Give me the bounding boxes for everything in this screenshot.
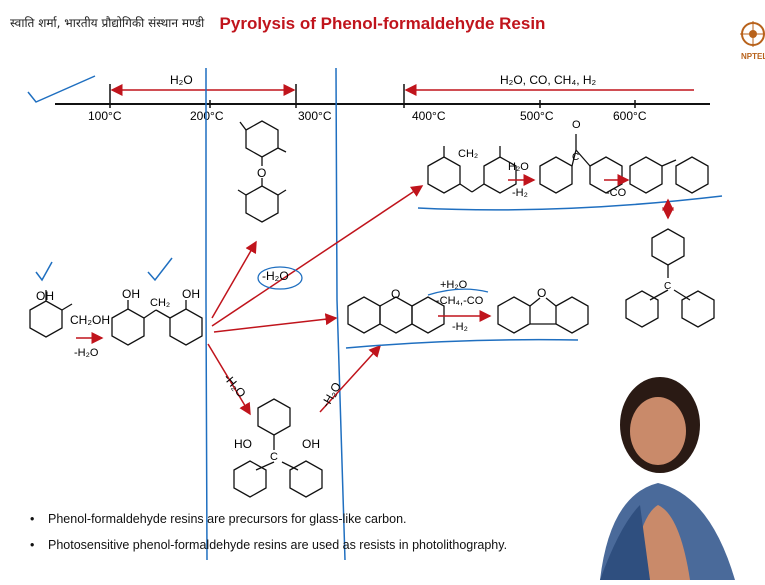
xanthene-molecule <box>347 296 445 334</box>
top-row-underline <box>417 195 723 211</box>
phenol-molecule <box>29 290 73 338</box>
triarylmethane-oh: OH <box>302 437 320 451</box>
arrow-triarylmethane-to-xanthene <box>319 344 382 413</box>
ether-o: O <box>257 166 266 180</box>
triarylmethane-ho: HO <box>234 437 252 451</box>
nptel-logo-icon <box>740 21 765 47</box>
arrow-to-top-chain <box>211 185 424 327</box>
furan-o: O <box>537 286 546 300</box>
arrow-to-xanthene <box>213 313 338 333</box>
top-ch2: CH₂ <box>458 148 478 160</box>
lower-minus-h2o: -H₂O <box>221 371 249 400</box>
bullet-list: •Phenol-formaldehyde resins are precurso… <box>30 512 507 564</box>
bullet-text-1: Phenol-formaldehyde resins are precursor… <box>48 512 407 526</box>
tick-500: 500°C <box>520 109 554 123</box>
triarylmethane-c: C <box>270 451 278 463</box>
phenol-oh: OH <box>36 289 54 303</box>
bullet-text-2: Photosensitive phenol-formaldehyde resin… <box>48 538 508 552</box>
annotation-line-200 <box>205 68 208 561</box>
nptel-logo: NPTEL <box>733 8 765 68</box>
right-triaryl-molecule <box>625 228 715 328</box>
slide-title: Pyrolysis of Phenol-formaldehyde Resin <box>219 14 546 33</box>
phenol-ch2oh: CH₂OH <box>70 313 110 327</box>
diaryl-ether-molecule <box>237 120 287 223</box>
checkmark-annotation <box>27 75 96 103</box>
range1-label: H₂O <box>170 73 193 87</box>
range2-label: H₂O, CO, CH₄, H₂ <box>500 73 597 87</box>
arrow-to-triarylmethane <box>207 343 251 416</box>
minus-co: -CO <box>606 187 627 199</box>
xanthene-step-3: -H₂ <box>452 321 468 333</box>
dimer-oh-right: OH <box>182 287 200 301</box>
presenter-image <box>540 365 765 580</box>
xanthene-o: O <box>391 287 400 301</box>
xanthene-row-underline <box>345 338 579 349</box>
right-c: C <box>664 281 671 292</box>
xanthene-step-2: -CH₄,-CO <box>436 295 484 307</box>
arrow-to-ether <box>211 240 257 319</box>
bullet-item-1: •Phenol-formaldehyde resins are precurso… <box>30 512 407 526</box>
xanthene-underline-annotation <box>427 288 489 296</box>
checkmark-dimer <box>147 257 173 282</box>
annotation-line-300 <box>335 67 346 561</box>
dimer-molecule <box>111 300 203 346</box>
tick-200: 200°C <box>190 109 224 123</box>
top-step-h2: -H₂ <box>512 187 528 199</box>
condensation-label: -H₂O <box>74 347 99 359</box>
circled-annotation <box>257 266 303 290</box>
header-hindi-text: स्वाति शर्मा, भारतीय प्रौद्योगिकी संस्था… <box>10 16 205 30</box>
tick-400: 400°C <box>412 109 446 123</box>
path-minus-h2o: -H₂O <box>262 269 289 283</box>
checkmark-phenol <box>35 261 53 282</box>
tick-100: 100°C <box>88 109 122 123</box>
ketone-o: O <box>572 119 581 131</box>
dimer-ch2: CH₂ <box>150 297 170 309</box>
xanthene-step-1: +H₂O <box>440 279 468 291</box>
tick-300: 300°C <box>298 109 332 123</box>
nptel-logo-text: NPTEL <box>741 52 765 61</box>
top-chain-molecules <box>427 134 709 194</box>
dibenzofuran-molecule <box>497 296 589 334</box>
presenter-video <box>540 365 765 580</box>
dimer-oh-left: OH <box>122 287 140 301</box>
triarylmethane-molecule <box>233 398 323 498</box>
bullet-item-2: •Photosensitive phenol-formaldehyde resi… <box>30 538 508 552</box>
tick-600: 600°C <box>613 109 647 123</box>
ketone-c: C <box>572 152 579 163</box>
top-step-h2o: H₂O <box>508 161 529 173</box>
axis-tick-marks <box>109 84 636 108</box>
